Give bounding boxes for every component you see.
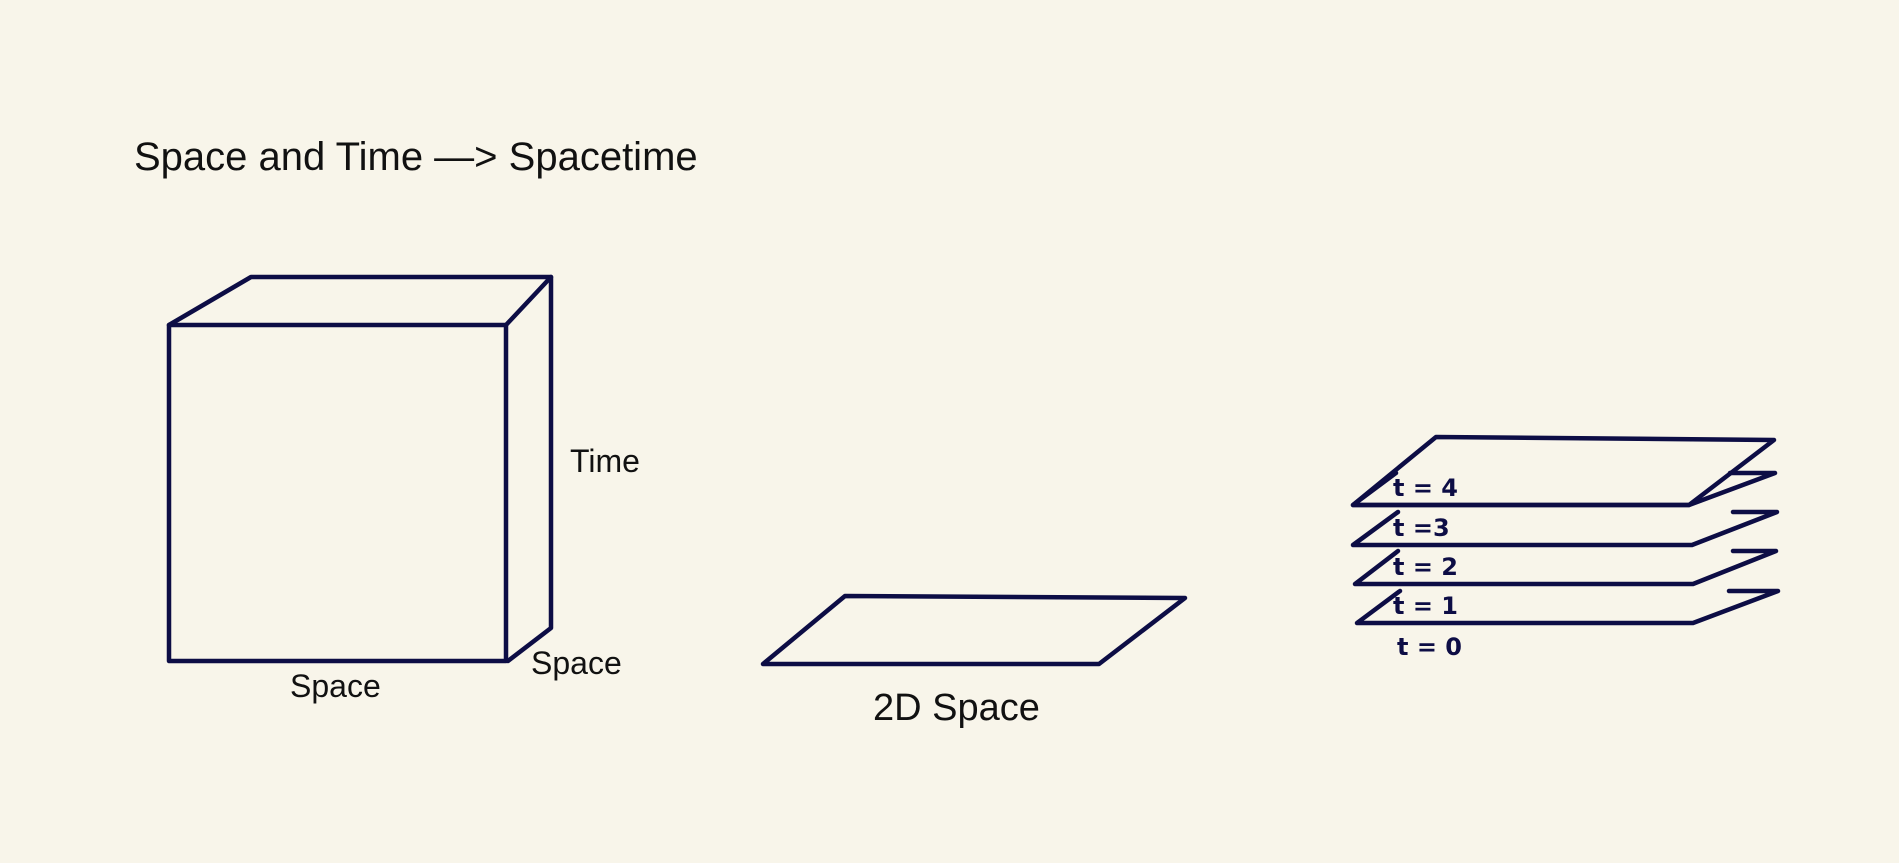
time-slice-t4 [1350,434,1777,508]
spacetime-cube [166,274,554,664]
time-slice-label-t0: t = 0 [1397,633,1462,661]
time-slice-label-t1: t = 1 [1393,592,1458,620]
two-d-space-label: 2D Space [873,687,1040,729]
cube-top-face [166,274,554,328]
time-slice-stack: t = 4 t =3 t = 2 t = 1 t = 0 [1350,434,1781,661]
cube-space-front-label: Space [290,668,381,704]
time-slice-t0 [1354,588,1781,626]
time-slice-label-t4: t = 4 [1393,474,1458,502]
time-slice-label-t2: t = 2 [1393,553,1458,581]
cube-side-edges [505,274,554,664]
two-d-space-plane [760,593,1188,667]
diagram-title: Space and Time —> Spacetime [134,135,698,179]
time-slice-t2 [1350,509,1780,548]
time-slice-label-t3: t =3 [1393,514,1450,542]
cube-space-side-label: Space [531,645,622,681]
cube-time-label: Time [570,443,640,479]
time-slice-t1 [1352,548,1779,587]
cube-front-face [166,322,509,664]
